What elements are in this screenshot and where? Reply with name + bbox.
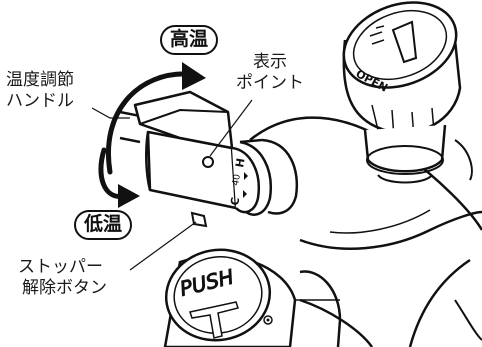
body-bottom-curve bbox=[299, 298, 374, 347]
pipe-lower bbox=[119, 136, 141, 144]
body-right-curve bbox=[408, 258, 471, 347]
indicator-point-label-line1: 表示 bbox=[253, 52, 287, 72]
low-temp-label: 低温 bbox=[74, 210, 133, 240]
rotation-arrow-up bbox=[106, 62, 206, 175]
temperature-handle: H 40 C bbox=[133, 90, 299, 216]
stopper-release-label-line2: 解除ボタン bbox=[22, 278, 107, 299]
leader-stopper bbox=[129, 221, 197, 271]
rotation-arrow-down bbox=[98, 147, 140, 208]
faucet-body-lower bbox=[299, 210, 482, 250]
body-inner-line bbox=[329, 209, 431, 234]
indicator-point-dot bbox=[202, 156, 214, 168]
indicator-point-label: 表示 ポイント bbox=[236, 52, 304, 95]
open-cap: OPEN bbox=[342, 1, 473, 184]
dial-mark-high: H bbox=[233, 157, 247, 168]
dial-mark-c: C bbox=[228, 196, 242, 206]
temperature-handle-label: 温度調節 ハンドル bbox=[6, 70, 74, 113]
temperature-handle-label-line1: 温度調節 bbox=[6, 70, 74, 90]
high-temp-label: 高温 bbox=[160, 25, 219, 55]
dial-mark-40: 40 bbox=[231, 173, 243, 186]
stopper-release-label: ストッパー 解除ボタン bbox=[18, 257, 107, 300]
push-button: PUSH bbox=[163, 248, 342, 347]
indicator-point-label-line2: ポイント bbox=[236, 73, 304, 94]
leader-temp-handle bbox=[91, 107, 130, 119]
temperature-handle-label-line2: ハンドル bbox=[6, 91, 74, 112]
stopper-release-label-line1: ストッパー bbox=[18, 257, 103, 277]
leader-indicator bbox=[209, 99, 253, 157]
body-bottom-right bbox=[454, 299, 482, 341]
